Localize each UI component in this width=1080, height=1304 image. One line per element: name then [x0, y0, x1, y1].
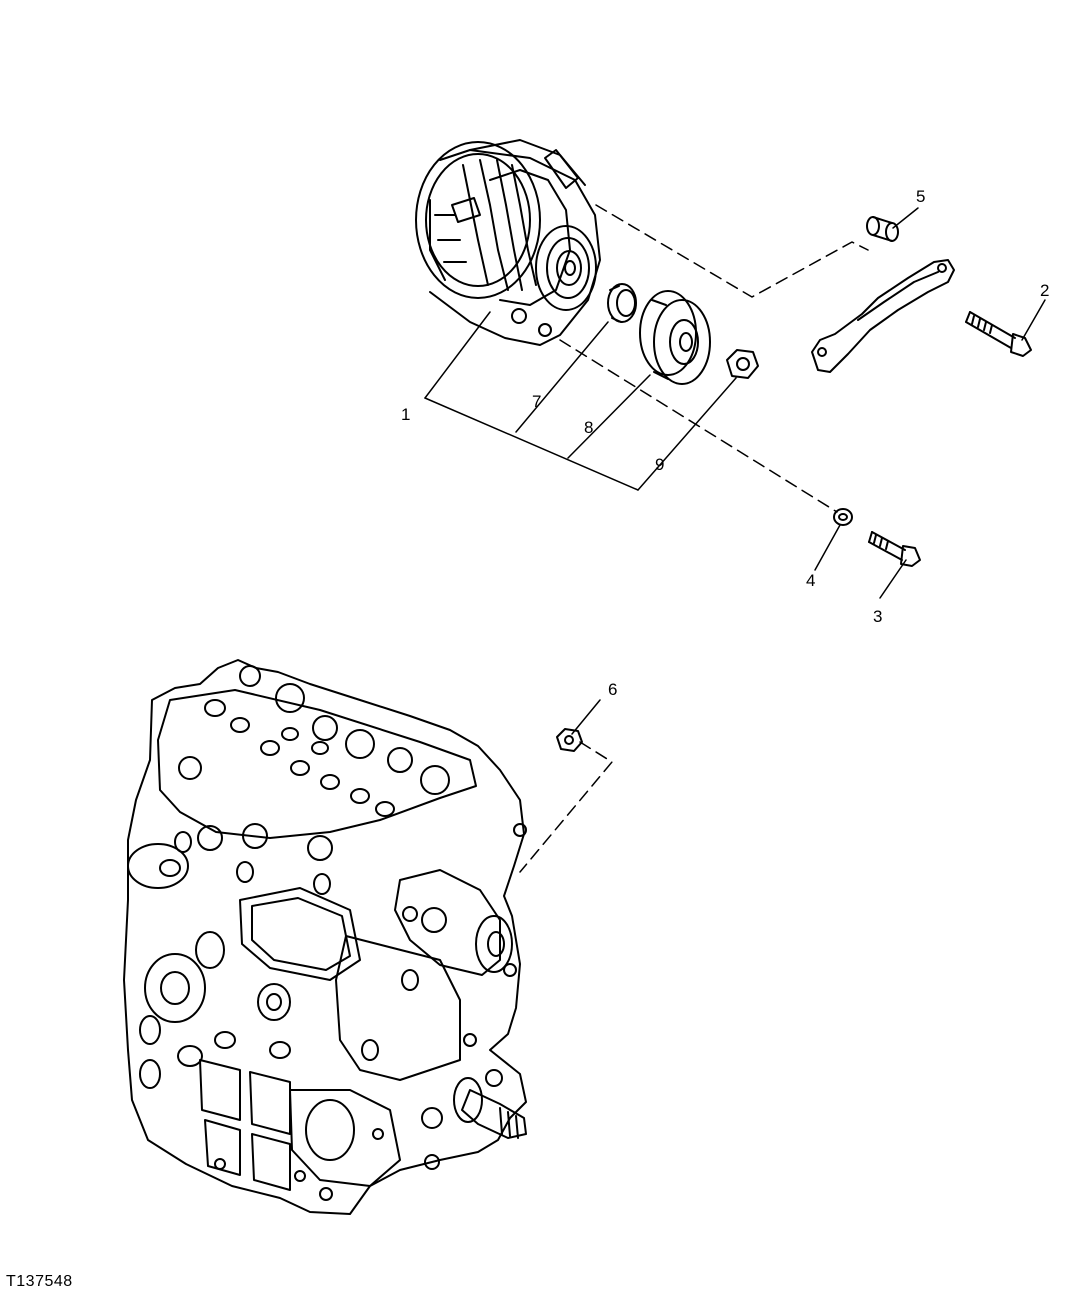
nut-drawing — [726, 349, 759, 379]
callout-4: 4 — [806, 571, 815, 590]
dashed-alignment-lines — [519, 204, 869, 873]
nut-drawing-engine — [556, 728, 583, 752]
leader-lines — [424, 207, 1046, 735]
callout-labels: 1 2 3 4 5 6 7 8 9 — [401, 187, 1049, 699]
washer-drawing — [833, 508, 853, 526]
alternator-drawing — [415, 139, 601, 346]
spacer-drawing — [866, 216, 899, 242]
callout-1: 1 — [401, 405, 410, 424]
callout-3: 3 — [873, 607, 882, 626]
figure-id: T137548 — [6, 1273, 73, 1290]
callout-9: 9 — [655, 455, 664, 474]
bolt-drawing-lower — [868, 531, 921, 567]
callout-8: 8 — [584, 418, 593, 437]
pulley-drawing — [639, 290, 711, 385]
callout-5: 5 — [916, 187, 925, 206]
callout-7: 7 — [532, 392, 541, 411]
bracket-drawing — [811, 259, 955, 373]
engine-block-drawing — [123, 659, 527, 1215]
collar-drawing — [607, 283, 637, 323]
callout-2: 2 — [1040, 281, 1049, 300]
bolt-drawing-upper — [965, 311, 1032, 357]
callout-6: 6 — [608, 680, 617, 699]
